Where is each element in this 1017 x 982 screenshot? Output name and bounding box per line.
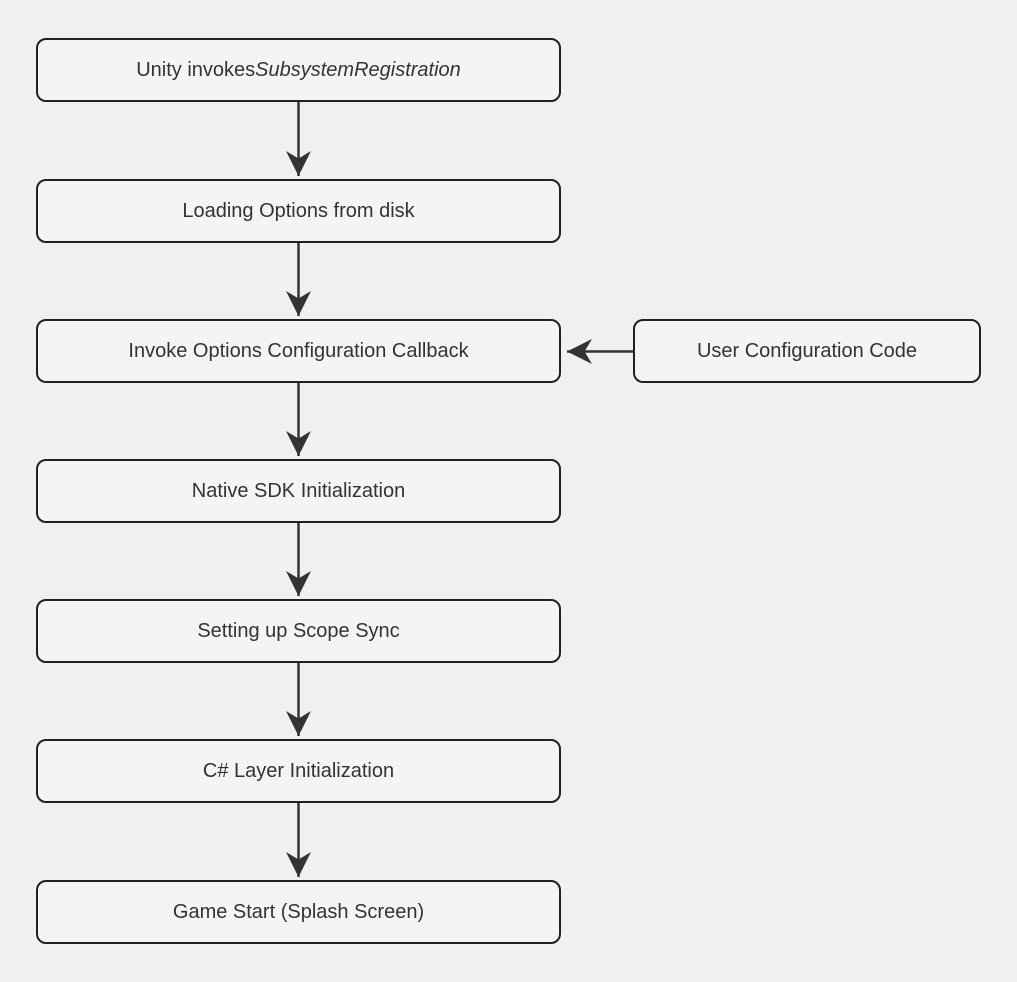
node-invoke-options-configuration-callback: Invoke Options Configuration Callback (36, 319, 561, 383)
node-native-sdk-initialization: Native SDK Initialization (36, 459, 561, 523)
node-label-italic: SubsystemRegistration (255, 58, 461, 81)
node-label: User Configuration Code (696, 339, 918, 362)
node-csharp-layer-initialization: C# Layer Initialization (36, 739, 561, 803)
node-setting-up-scope-sync: Setting up Scope Sync (36, 599, 561, 663)
node-label: Unity invokes (136, 58, 256, 81)
node-label: Invoke Options Configuration Callback (128, 339, 469, 362)
node-label: Game Start (Splash Screen) (172, 900, 425, 923)
node-label: Native SDK Initialization (191, 479, 406, 502)
node-label: Setting up Scope Sync (197, 619, 400, 642)
node-game-start-splash-screen: Game Start (Splash Screen) (36, 880, 561, 944)
node-loading-options-from-disk: Loading Options from disk (36, 179, 561, 243)
node-user-configuration-code: User Configuration Code (633, 319, 981, 383)
node-label: Loading Options from disk (182, 199, 415, 222)
node-unity-invokes-subsystem-registration: Unity invokes SubsystemRegistration (36, 38, 561, 102)
node-label: C# Layer Initialization (202, 759, 395, 782)
